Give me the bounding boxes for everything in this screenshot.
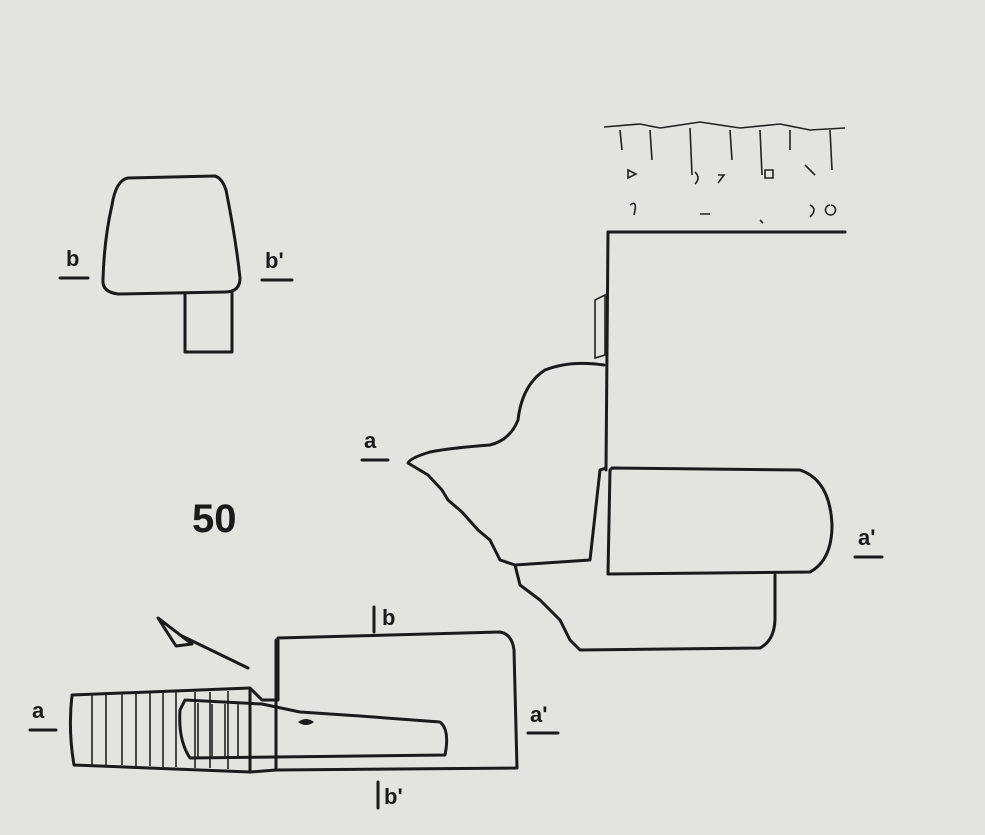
label-a: a [364,428,377,453]
plan-label-b: b [382,605,395,630]
label-b-prime: b' [265,248,284,273]
figure-number: 50 [192,497,237,541]
plan-view: a a' b b' [28,605,560,810]
section-a-a: a a' [360,121,884,652]
plan-label-a-prime: a' [530,702,547,727]
plan-label-a: a [32,698,45,723]
label-a-prime: a' [858,525,875,550]
plan-label-b-prime: b' [384,784,403,809]
label-b: b [66,246,79,271]
section-b-b: b b' [58,174,294,354]
north-arrow-icon [156,616,194,648]
